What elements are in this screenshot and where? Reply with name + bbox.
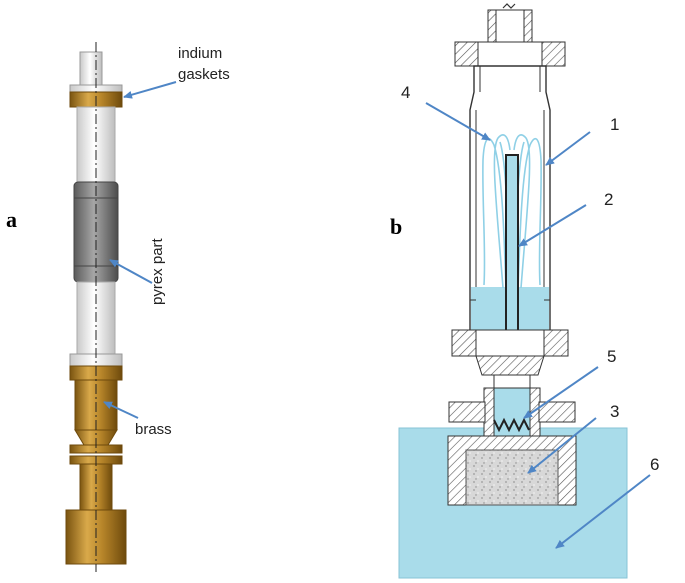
left-lug [448,401,486,423]
number-3: 3 [610,402,619,421]
spring [493,417,530,433]
pyrex-label: pyrex part [149,237,166,305]
arrow-3 [527,417,597,474]
arrow-2 [518,204,587,247]
number-4: 4 [401,83,410,102]
number-1: 1 [610,115,619,134]
indium-label-line2: gaskets [178,66,230,83]
arrow-1 [545,131,591,166]
arrow-5 [523,366,599,419]
panel-b-label: b [390,214,402,239]
arrow-6 [555,474,651,549]
pyrex-arrow [109,259,153,284]
number-2: 2 [604,190,613,209]
brass-arrow [103,401,139,419]
number-5: 5 [607,347,616,366]
brass-label: brass [135,421,172,438]
arrow-4 [425,102,491,141]
right-lug [538,401,576,423]
porous-sample [465,449,559,506]
panel-a: a indium gaskets pyrex part brass [6,42,230,572]
indium-label-line1: indium [178,45,222,62]
panel-b: b [390,3,659,579]
number-6: 6 [650,455,659,474]
gasket-arrow [123,81,177,99]
panel-a-label: a [6,207,17,232]
top-tube [79,51,103,89]
